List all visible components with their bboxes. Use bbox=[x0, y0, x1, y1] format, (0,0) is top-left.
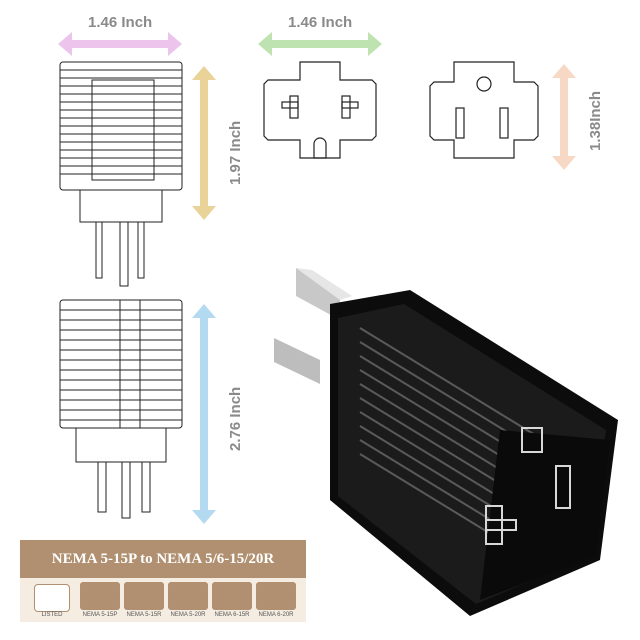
compat-label: NEMA 6-20R bbox=[258, 612, 294, 618]
tile-5-15r bbox=[124, 582, 164, 610]
dim-face-height: 1.38Inch bbox=[587, 90, 604, 151]
height-arrow-face bbox=[552, 64, 576, 170]
face-receptacle-20a bbox=[263, 61, 377, 159]
tile-6-20r bbox=[256, 582, 296, 610]
tile-6-15r bbox=[212, 582, 252, 610]
compat-label: NEMA 5-15R bbox=[126, 612, 162, 618]
ul-listed-label: LISTED bbox=[41, 612, 63, 618]
width-arrow-side bbox=[58, 32, 182, 56]
compat-label: NEMA 6-15R bbox=[214, 612, 250, 618]
tile-5-20r bbox=[168, 582, 208, 610]
dim-side-width: 1.46 Inch bbox=[88, 14, 153, 31]
tile-5-15p bbox=[80, 582, 120, 610]
dim-face-width: 1.46 Inch bbox=[288, 14, 353, 31]
compat-label: NEMA 5-15P bbox=[82, 612, 118, 618]
height-arrow-total bbox=[192, 304, 216, 524]
compat-label: NEMA 5-20R bbox=[170, 612, 206, 618]
height-arrow-plug bbox=[192, 66, 216, 220]
width-arrow-face bbox=[258, 32, 382, 56]
dim-plug-height: 1.97 Inch bbox=[227, 120, 244, 185]
ul-listed-mark bbox=[34, 584, 70, 612]
nema-banner: NEMA 5-15P to NEMA 5/6-15/20R bbox=[20, 540, 306, 578]
side-view-outline bbox=[59, 61, 183, 287]
full-view-outline bbox=[59, 299, 183, 519]
dim-total-height: 2.76 Inch bbox=[227, 386, 244, 451]
adapter-product-photo bbox=[274, 268, 618, 616]
face-receptacle-15a bbox=[429, 61, 539, 159]
